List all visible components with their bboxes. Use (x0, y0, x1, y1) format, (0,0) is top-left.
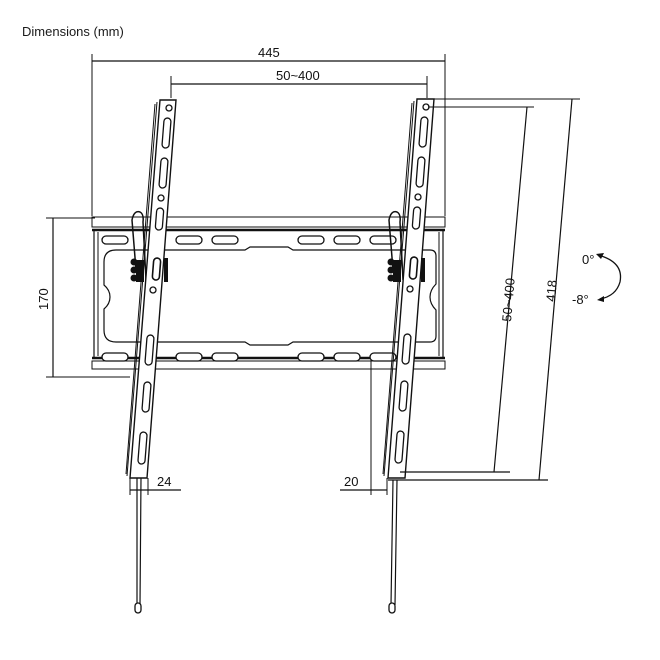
tilt-upper-label: 0° (582, 252, 594, 267)
wall-plate (91, 216, 446, 370)
label-24: 24 (157, 474, 171, 489)
dimension-arm-length: 418 (388, 98, 580, 481)
dimension-overall-width: 445 (91, 45, 446, 216)
label-418: 418 (543, 279, 560, 302)
label-50-400-vertical: 50~400 (499, 277, 518, 322)
dimension-hole-spacing-horizontal: 50~400 (170, 68, 428, 98)
left-arm (125, 99, 177, 614)
bottom-slots (101, 352, 397, 362)
dimension-wall-distance: 20 (340, 360, 388, 495)
tilt-indicator: 0° -8° (572, 252, 622, 307)
tilt-lower-label: -8° (572, 292, 589, 307)
dimension-plate-height: 170 (36, 217, 130, 378)
label-445: 445 (258, 45, 280, 60)
label-50-400-horizontal: 50~400 (276, 68, 320, 83)
right-lock-knob (387, 258, 425, 282)
tilt-arc-arrow-icon (597, 254, 622, 300)
dimension-hole-spacing-vertical: 50~400 (400, 106, 534, 473)
left-lock-knob (130, 258, 168, 282)
diagram-title: Dimensions (mm) (22, 24, 124, 39)
top-slots (101, 235, 397, 245)
dimension-arm-width: 24 (129, 474, 181, 495)
label-170: 170 (36, 288, 51, 310)
label-20: 20 (344, 474, 358, 489)
